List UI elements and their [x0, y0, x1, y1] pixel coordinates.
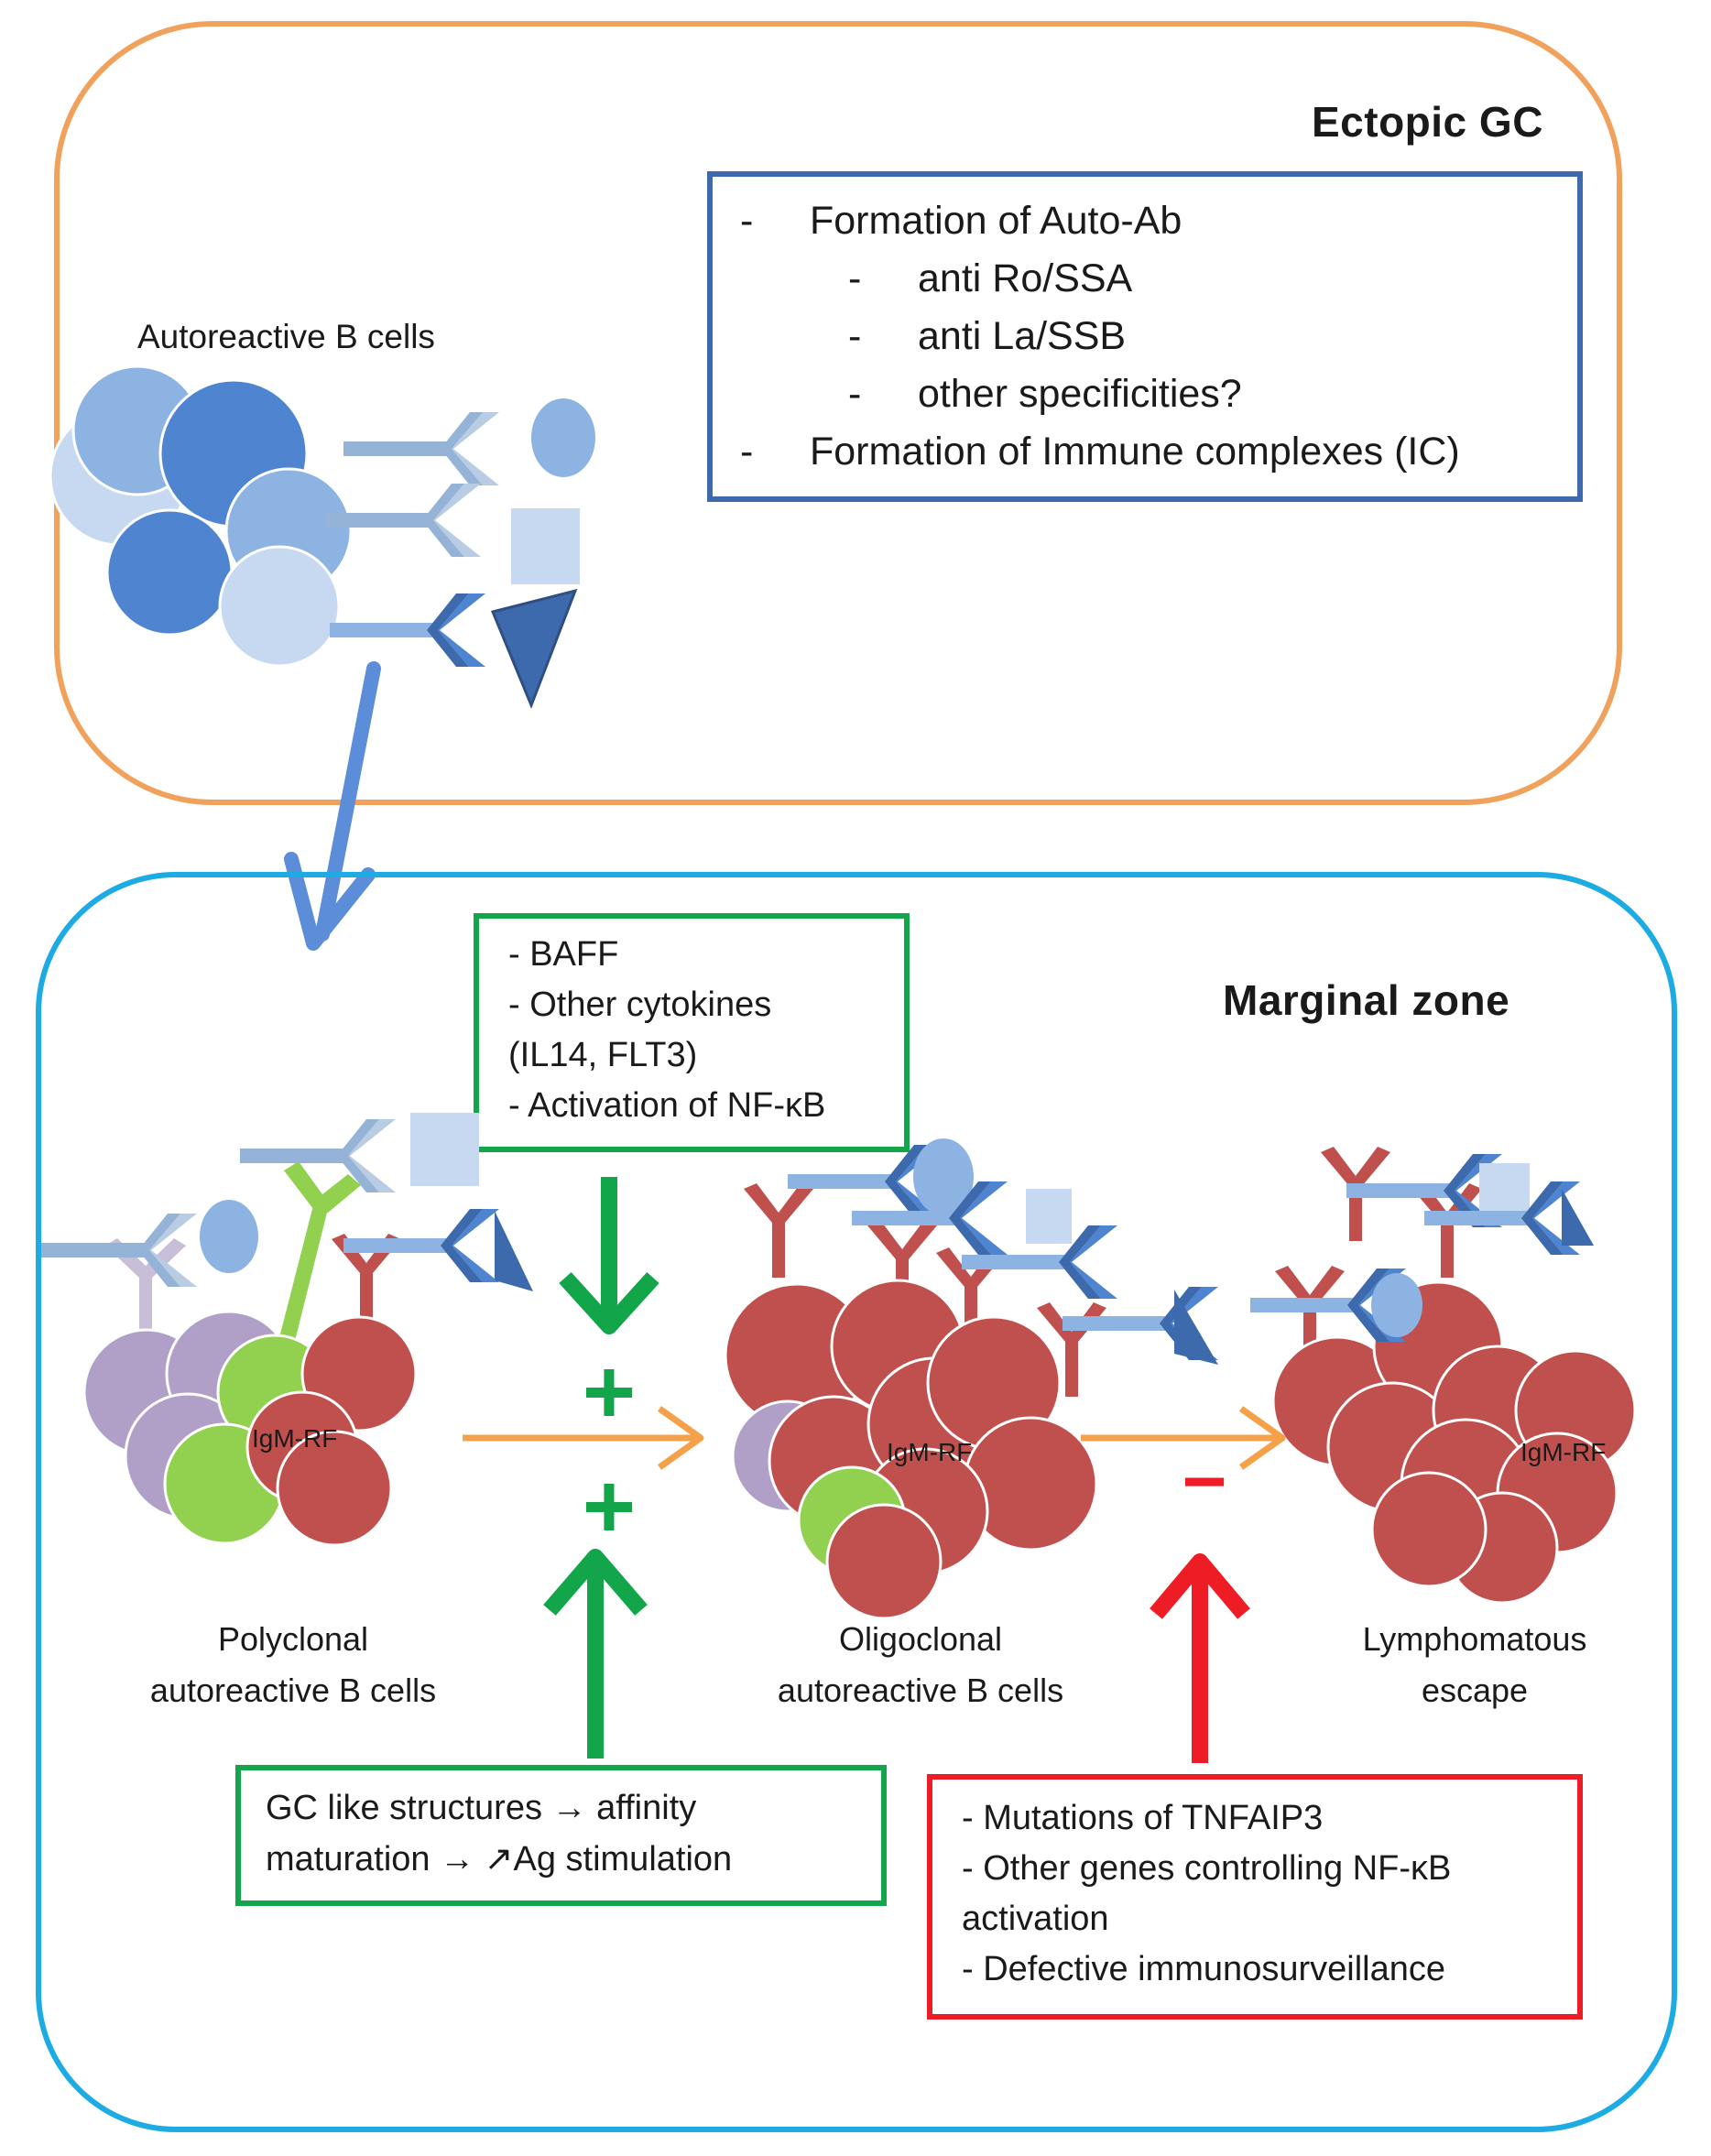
- cytokines-list: - BAFF - Other cytokines (IL14, FLT3) - …: [508, 930, 825, 1131]
- autoab-item: -Formation of Immune complexes (IC): [740, 430, 1460, 474]
- oligoclonal-cell-cluster: [724, 1183, 1106, 1620]
- antigen-triangle: [1562, 1189, 1594, 1246]
- cytokines-arrow: [559, 1177, 659, 1334]
- gc-structures-text: GC like structures → affinity maturation…: [266, 1782, 732, 1885]
- progression-arrow-2: [1081, 1406, 1286, 1470]
- antigen-circle: [1371, 1273, 1422, 1337]
- autoreactive-b-cells-label: Autoreactive B cells: [137, 318, 435, 355]
- ectopic-gc-title: Ectopic GC: [1312, 98, 1543, 146]
- antigen-square: [511, 508, 580, 584]
- polyclonal-cell-cluster: [82, 1161, 418, 1547]
- antigen-square: [410, 1113, 479, 1186]
- stage-label-oligoclonal: Oligoclonal autoreactive B cells: [777, 1620, 1064, 1709]
- ectopic-gc-panel: [54, 21, 1622, 805]
- stage-label-polyclonal: Polyclonal autoreactive B cells: [149, 1620, 437, 1709]
- igm-rf-label-oligoclonal: IgM-RF: [887, 1438, 973, 1466]
- bcr-receptor-top: [343, 412, 499, 485]
- antigen-triangle: [495, 1211, 533, 1291]
- autoab-item: -anti La/SSB: [848, 314, 1127, 358]
- mutations-item: activation: [962, 1900, 1109, 1938]
- bcr-receptor-bottom: [330, 593, 485, 667]
- autoab-item: -anti Ro/SSA: [848, 256, 1133, 300]
- gc-structures-line: maturation → ↗Ag stimulation: [266, 1840, 733, 1878]
- cytokines-item: - Activation of NF-ĸB: [508, 1086, 826, 1125]
- cytokines-item: (IL14, FLT3): [508, 1036, 698, 1074]
- antigen-square: [1026, 1189, 1072, 1244]
- plus-sign-upper: +: [582, 1341, 637, 1443]
- autoab-box: [707, 171, 1583, 502]
- polyclonal-bcr-1: [240, 1119, 396, 1192]
- lymphomatous-cell-cluster: [1271, 1147, 1637, 1605]
- cytokines-item: - BAFF: [508, 935, 619, 974]
- progression-arrow-1: [463, 1406, 704, 1470]
- antigen-triangle: [1174, 1290, 1218, 1365]
- marginal-zone-panel: [36, 872, 1677, 2132]
- antigen-triangle: [490, 588, 578, 710]
- antigen-circle: [531, 398, 595, 477]
- mutations-list: - Mutations of TNFAIP3 - Other genes con…: [962, 1793, 1451, 1995]
- igm-rf-label-polyclonal: IgM-RF: [252, 1424, 338, 1453]
- antigen-circle: [913, 1138, 974, 1215]
- autoreactive-b-cell-cluster: [49, 365, 353, 668]
- marginal-zone-title: Marginal zone: [1223, 976, 1510, 1024]
- gc-structures-line: GC like structures → affinity: [266, 1789, 697, 1827]
- antigen-square: [1479, 1163, 1530, 1218]
- plus-sign-lower: +: [582, 1455, 637, 1558]
- cytokines-item: - Other cytokines: [508, 985, 772, 1024]
- igm-rf-label-lymphomatous: IgM-RF: [1520, 1438, 1607, 1466]
- antigen-circle: [200, 1200, 258, 1273]
- minus-sign: −: [1182, 1438, 1227, 1524]
- mutations-arrow: [1150, 1553, 1250, 1763]
- gc-structures-arrow: [543, 1549, 648, 1759]
- cytokines-box: [474, 913, 910, 1152]
- mutations-box: [927, 1774, 1583, 2020]
- mutations-item: - Defective immunosurveillance: [962, 1950, 1445, 1988]
- migration-arrow: [284, 661, 381, 951]
- autoab-item: -Formation of Auto-Ab: [740, 199, 1182, 243]
- mutations-item: - Other genes controlling NF-ĸB: [962, 1849, 1452, 1888]
- mutations-item: - Mutations of TNFAIP3: [962, 1799, 1324, 1837]
- autoab-list: -Formation of Auto-Ab -anti Ro/SSA -anti…: [740, 192, 1460, 481]
- gc-structures-box: [235, 1765, 887, 1906]
- stage-label-lymphomatous: Lymphomatous escape: [1362, 1620, 1587, 1709]
- autoab-item: -other specificities?: [848, 372, 1242, 416]
